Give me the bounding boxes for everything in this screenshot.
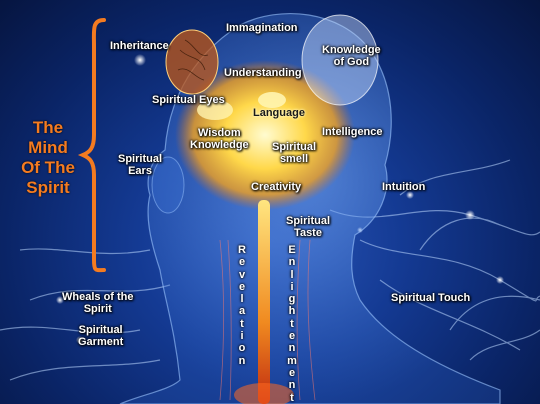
vertical-letter: m bbox=[287, 354, 297, 367]
label-creativity: Creativity bbox=[251, 181, 302, 193]
vertical-letter: n bbox=[288, 379, 296, 392]
label-immagination: Immagination bbox=[226, 22, 298, 34]
vertical-letter: a bbox=[238, 305, 246, 318]
vertical-letter: l bbox=[240, 293, 244, 306]
title-line-2: Mind bbox=[28, 138, 68, 157]
label-wheals-of-the-spirit: Wheals of the Spirit bbox=[62, 291, 134, 315]
label-spiritual-eyes: Spiritual Eyes bbox=[152, 94, 225, 106]
label-understanding: Understanding bbox=[224, 67, 302, 79]
label-knowledge-of-god: Knowledge of God bbox=[322, 44, 381, 68]
vertical-letter: t bbox=[240, 317, 244, 330]
ear-shape bbox=[151, 156, 185, 214]
label-intuition: Intuition bbox=[382, 181, 426, 193]
vertical-letter: i bbox=[290, 280, 294, 293]
crystal-orb bbox=[301, 14, 379, 106]
title-line-4: Spirit bbox=[26, 178, 70, 197]
label-spiritual-touch: Spiritual Touch bbox=[391, 292, 471, 304]
label-inheritance: Inheritance bbox=[110, 40, 169, 52]
neck-nerves bbox=[219, 239, 316, 401]
label-spiritual-garment: Spiritual Garment bbox=[78, 324, 124, 348]
spine-glow bbox=[234, 383, 294, 404]
label-spiritual-ears: Spiritual Ears bbox=[118, 153, 163, 177]
spinal-cord bbox=[258, 200, 270, 404]
label-intelligence: Intelligence bbox=[322, 126, 383, 138]
vertical-letter: n bbox=[288, 256, 296, 269]
label-spiritual-taste: Spiritual Taste bbox=[286, 215, 331, 239]
eye-right-glow bbox=[258, 92, 286, 108]
mind-bracket bbox=[77, 18, 106, 273]
vertical-letter: e bbox=[238, 256, 246, 269]
vertical-letter: R bbox=[238, 244, 246, 256]
vertical-letter: n bbox=[238, 354, 246, 367]
vertical-letter: E bbox=[288, 244, 296, 256]
vertical-letter: e bbox=[288, 330, 296, 343]
neural-web bbox=[0, 159, 540, 381]
vertical-letter: o bbox=[238, 342, 246, 355]
vertical-letter: t bbox=[290, 391, 294, 404]
vertical-letter: l bbox=[290, 268, 294, 281]
page-title: The Mind Of The Spirit bbox=[18, 118, 78, 198]
title-line-3: Of The bbox=[21, 158, 75, 177]
vertical-letter: v bbox=[238, 268, 246, 281]
brain-glow bbox=[175, 60, 355, 210]
vertical-letter: g bbox=[288, 293, 296, 306]
vertical-letter: n bbox=[288, 342, 296, 355]
vertical-letter: e bbox=[288, 366, 296, 379]
inheritance-lobe bbox=[165, 29, 219, 95]
label-spiritual-smell: Spiritual smell bbox=[272, 141, 317, 165]
label-language: Language bbox=[253, 107, 305, 119]
eye-left-glow bbox=[197, 100, 233, 120]
vertical-letter: t bbox=[290, 317, 294, 330]
vertical-letter: h bbox=[288, 305, 296, 318]
label-wisdom-knowledge: Wisdom Knowledge bbox=[190, 127, 249, 151]
vertical-letter: e bbox=[238, 280, 246, 293]
vertical-letter: i bbox=[240, 330, 244, 343]
title-line-1: The bbox=[32, 118, 64, 137]
